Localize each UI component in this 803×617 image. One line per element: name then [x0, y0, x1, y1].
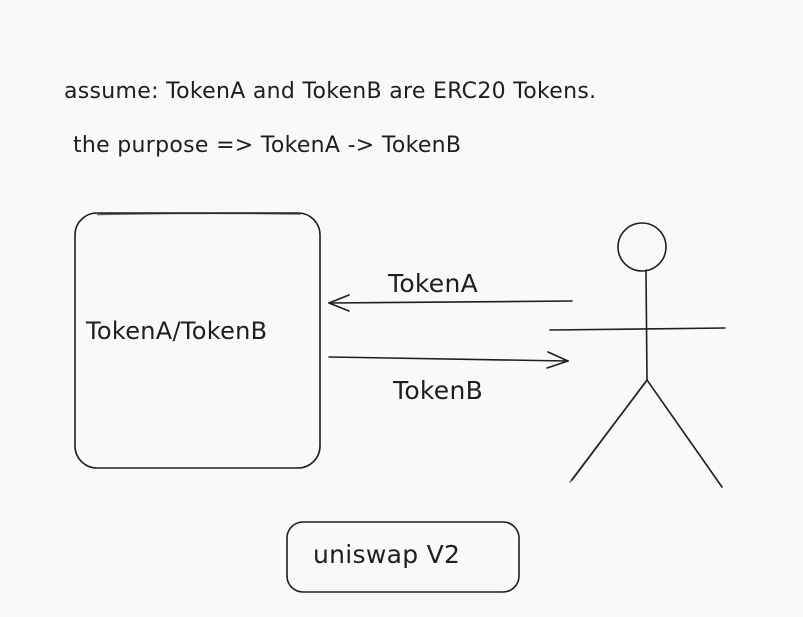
- arrow-tokena-label: TokenA: [388, 269, 479, 298]
- assume-text: assume: TokenA and TokenB are ERC20 Toke…: [64, 79, 597, 104]
- purpose-text: the purpose => TokenA -> TokenB: [73, 133, 462, 158]
- pool-box-sketch-line: [97, 212, 301, 216]
- uniswap-label: uniswap V2: [313, 540, 461, 569]
- arrow-tokenb-label: TokenB: [393, 376, 484, 405]
- arrow-tokena: [328, 294, 573, 312]
- stick-figure-icon: [549, 222, 726, 488]
- arrow-tokenb: [328, 351, 569, 369]
- uniswap-box: [286, 521, 520, 593]
- pool-label: TokenA/TokenB: [86, 317, 268, 345]
